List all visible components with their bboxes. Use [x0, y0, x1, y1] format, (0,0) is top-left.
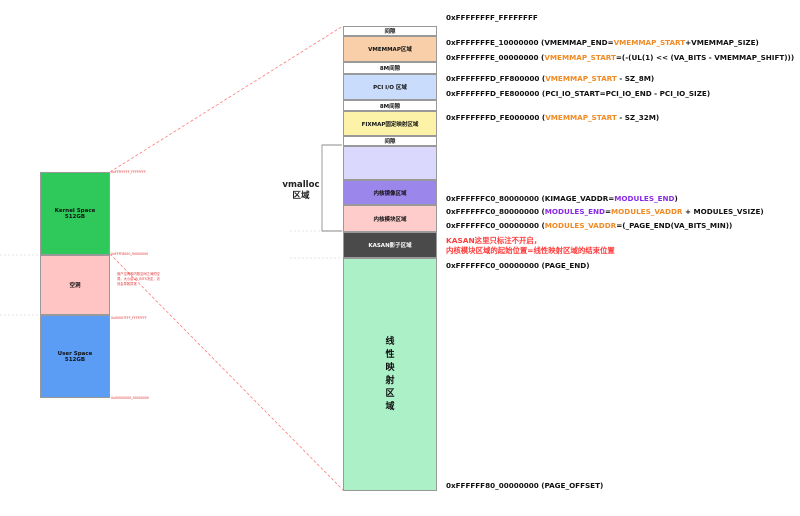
annotation-page-end: 0xFFFFFFC0_00000000 (PAGE_END): [446, 261, 590, 270]
annotation-modules-end: 0xFFFFFFC0_80000000 (MODULES_END=MODULES…: [446, 207, 764, 216]
annotation-pci-io-start: 0xFFFFFFFD_FE800000 (PCI_IO_START=PCI_IO…: [446, 89, 711, 98]
annotation-top-addr: 0xFFFFFFFF_FFFFFFFF: [446, 13, 538, 22]
kernel-space-size: 512GB: [64, 213, 86, 220]
linear-char-3: 射: [385, 375, 395, 386]
region-gap-mid: 间隙: [343, 136, 437, 146]
linear-char-4: 区: [385, 388, 395, 399]
annotation-pci-io-end: 0xFFFFFFFD_FF800000 (VMEMMAP_START - SZ_…: [446, 74, 655, 83]
kasan-note-line1: KASAN这里只标注不开启，: [446, 236, 542, 245]
annotation-fixmap: 0xFFFFFFFD_FE000000 (VMEMMAP_START - SZ_…: [446, 113, 660, 122]
hole-block: 空洞: [40, 255, 110, 315]
annotation-kimage-vaddr: 0xFFFFFFC0_80000000 (KIMAGE_VADDR=MODULE…: [446, 194, 678, 203]
left-addr-kernel-start: 0xFFFF8000_00000000: [111, 252, 149, 256]
user-space-size: 512GB: [64, 356, 86, 363]
region-kasan: KASAN影子区域: [343, 232, 437, 258]
user-space-block: User Space 512GB: [40, 315, 110, 398]
annotation-page-offset: 0xFFFFFF80_00000000 (PAGE_OFFSET): [446, 481, 604, 490]
linear-char-2: 映: [385, 362, 395, 373]
region-vmalloc: [343, 146, 437, 180]
hole-note: 用户空间和内核空间之间的空洞，大小由VA_BITS决定，访问会导致异常: [117, 272, 160, 286]
linear-char-5: 域: [385, 401, 395, 412]
annotation-vmemmap-end: 0xFFFFFFFE_10000000 (VMEMMAP_END=VMEMMAP…: [446, 38, 759, 47]
linear-char-1: 性: [385, 349, 395, 360]
connector-top: [109, 25, 344, 173]
region-fixmap: FIXMAP固定映射区域: [343, 111, 437, 136]
kasan-note-line2: 内核模块区域的起始位置=线性映射区域的结束位置: [446, 246, 615, 255]
region-pci-io: PCI I/O 区域: [343, 74, 437, 100]
region-kimage: 内核镜像区域: [343, 180, 437, 205]
region-linear-map: 线 性 映 射 区 域: [343, 258, 437, 491]
connector-bottom: [109, 253, 344, 491]
user-space-label: User Space: [57, 350, 93, 357]
vmalloc-label: vmalloc 区域: [282, 180, 320, 201]
left-addr-user-end: 0x00007FFF_FFFFFFFF: [111, 316, 147, 320]
linear-char-0: 线: [385, 336, 395, 347]
region-gap-8m-a: 8M间隙: [343, 62, 437, 74]
annotation-modules-vaddr: 0xFFFFFFC0_00000000 (MODULES_VADDR=(_PAG…: [446, 221, 733, 230]
vmalloc-bracket: [321, 144, 342, 232]
kernel-space-block: Kernel Space 512GB: [40, 172, 110, 255]
left-addr-top: 0xFFFFFFFF_FFFFFFFF: [111, 170, 146, 174]
region-gap-8m-b: 8M间隙: [343, 100, 437, 111]
kernel-space-label: Kernel Space: [54, 207, 96, 214]
annotation-vmemmap-start: 0xFFFFFFFE_00000000 (VMEMMAP_START=(-(UL…: [446, 53, 795, 62]
hole-label: 空洞: [69, 283, 81, 289]
region-modules: 内核模块区域: [343, 205, 437, 232]
region-gap-top: 间隙: [343, 26, 437, 36]
left-addr-bottom: 0x00000000_00000000: [111, 396, 149, 400]
region-vmemmap: VMEMMAP区域: [343, 36, 437, 62]
